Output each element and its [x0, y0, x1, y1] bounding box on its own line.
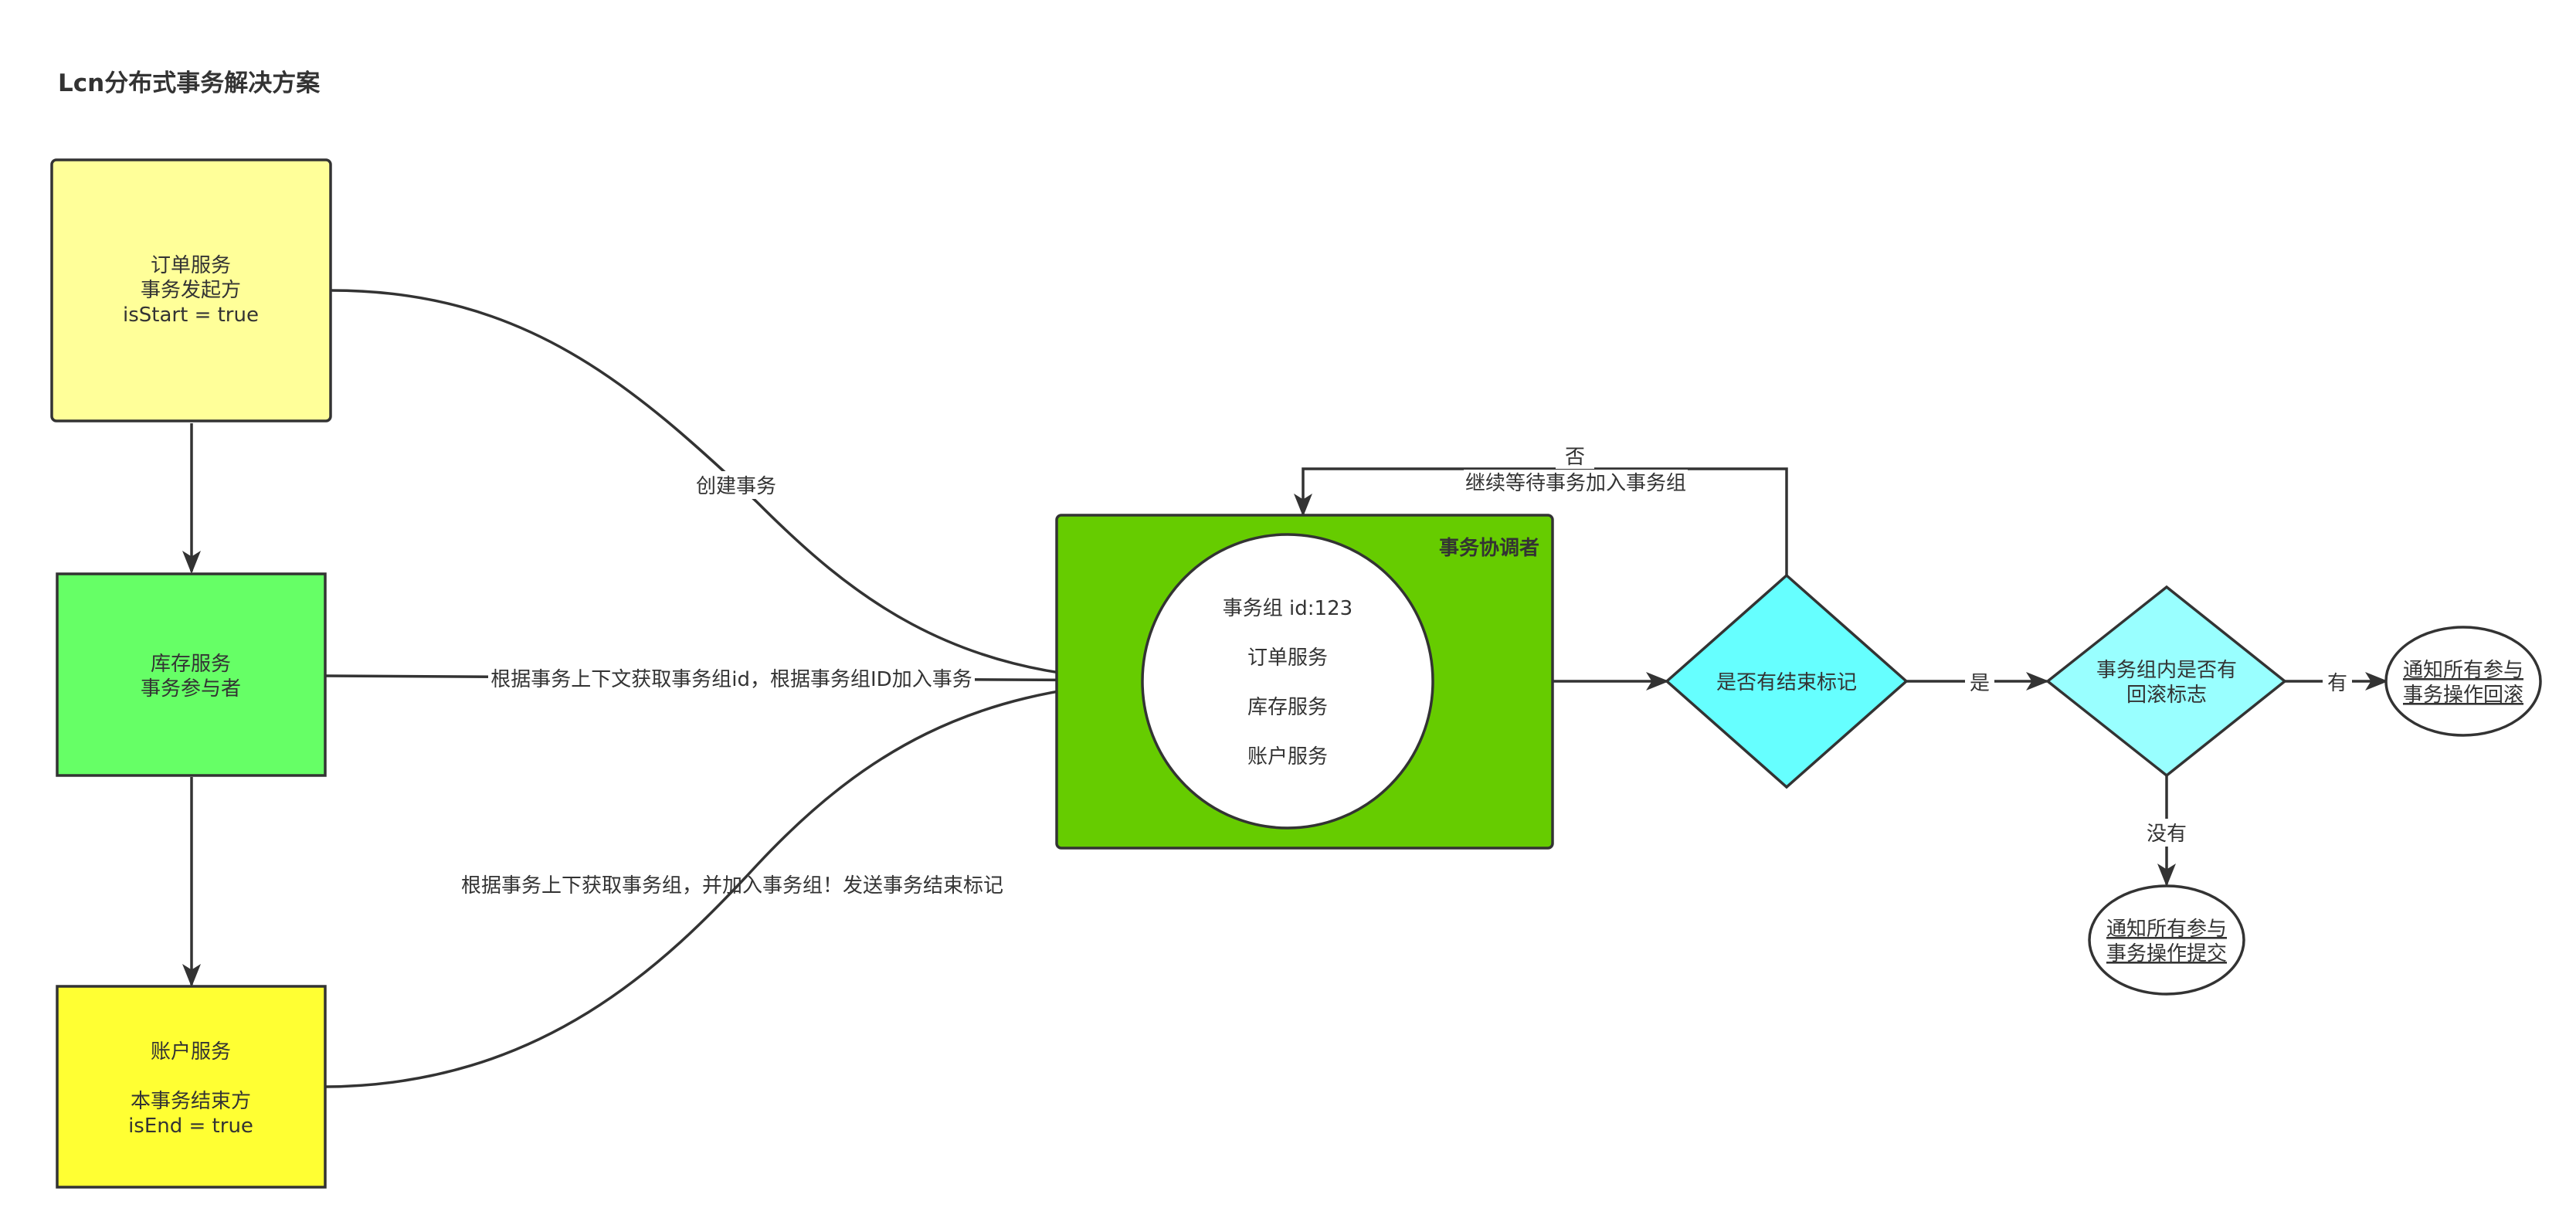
label-end-transaction: 根据事务上下获取事务组，并加入事务组！发送事务结束标记	[461, 874, 1003, 898]
inventory-box	[56, 572, 327, 777]
group-line-3: 库存服务	[1247, 696, 1328, 719]
label-bg-wait	[1464, 470, 1688, 497]
label-bg-no	[1556, 444, 1594, 469]
edge-labels: 创建事务 根据事务上下文获取事务组id，根据事务组ID加入事务 根据事务上下获取…	[461, 444, 2352, 898]
label-bg-none	[2143, 819, 2190, 847]
label-join-transaction: 根据事务上下文获取事务组id，根据事务组ID加入事务	[490, 668, 972, 691]
edge-loop-back	[1294, 467, 1788, 575]
edge-end-transaction	[325, 674, 1143, 1088]
node-account-service: 账户服务 本事务结束方 isEnd = true	[56, 985, 327, 1189]
label-none: 没有	[2147, 823, 2187, 846]
label-bg-has	[2323, 669, 2352, 695]
node-order-service: 订单服务 事务发起方 isStart = true	[50, 158, 332, 422]
label-bg-create	[691, 471, 780, 499]
decision-rollback-line-2: 回滚标志	[2126, 684, 2207, 707]
node-decision-end-flag: 是否有结束标记	[1665, 573, 1909, 789]
group-ellipse	[1141, 533, 1434, 830]
inventory-line-2: 事务参与者	[141, 677, 241, 701]
notify-rollback-ellipse	[2384, 626, 2542, 737]
decision-rollback-line-1: 事务组内是否有	[2096, 659, 2237, 682]
node-inventory-service: 库存服务 事务参与者	[56, 572, 327, 777]
edge-create-transaction	[331, 289, 1143, 689]
account-line-1: 账户服务	[151, 1040, 231, 1064]
group-line-4: 账户服务	[1247, 745, 1328, 769]
order-line-1: 订单服务	[151, 254, 231, 277]
decision-end-label: 是否有结束标记	[1716, 671, 1857, 694]
decision-rollback-diamond	[2045, 585, 2287, 778]
decision-end-diamond	[1665, 573, 1909, 789]
order-line-3: isStart = true	[123, 304, 259, 327]
node-notify-rollback: 通知所有参与 事务操作回滚	[2384, 626, 2542, 737]
group-line-2: 订单服务	[1247, 646, 1328, 670]
label-yes: 是	[1970, 672, 1990, 695]
account-box	[56, 985, 327, 1189]
label-bg-yes	[1965, 669, 1994, 695]
notify-commit-line-2: 事务操作提交	[2106, 942, 2227, 965]
notify-rollback-line-2: 事务操作回滚	[2403, 684, 2523, 707]
label-bg-join	[488, 664, 975, 692]
label-has: 有	[2327, 672, 2347, 695]
label-create-transaction: 创建事务	[696, 475, 776, 498]
account-line-3: 本事务结束方	[131, 1090, 251, 1113]
node-decision-rollback-flag: 事务组内是否有 回滚标志	[2045, 585, 2287, 778]
notify-commit-line-1: 通知所有参与	[2106, 918, 2227, 941]
notify-rollback-line-1: 通知所有参与	[2403, 659, 2523, 682]
group-line-1: 事务组 id:123	[1223, 597, 1352, 620]
diagram-title: Lcn分布式事务解决方案	[58, 70, 321, 97]
label-loop-no: 否	[1565, 446, 1585, 469]
account-line-4: isEnd = true	[128, 1115, 253, 1138]
node-transaction-group: 事务组 id:123 订单服务 库存服务 账户服务	[1141, 533, 1434, 830]
order-box	[50, 158, 332, 422]
inventory-line-1: 库存服务	[151, 653, 231, 676]
label-loop-wait: 继续等待事务加入事务组	[1465, 472, 1686, 495]
node-notify-commit: 通知所有参与 事务操作提交	[2088, 884, 2245, 996]
order-line-2: 事务发起方	[141, 279, 241, 302]
coordinator-label: 事务协调者	[1439, 537, 1539, 560]
notify-commit-ellipse	[2088, 884, 2245, 996]
